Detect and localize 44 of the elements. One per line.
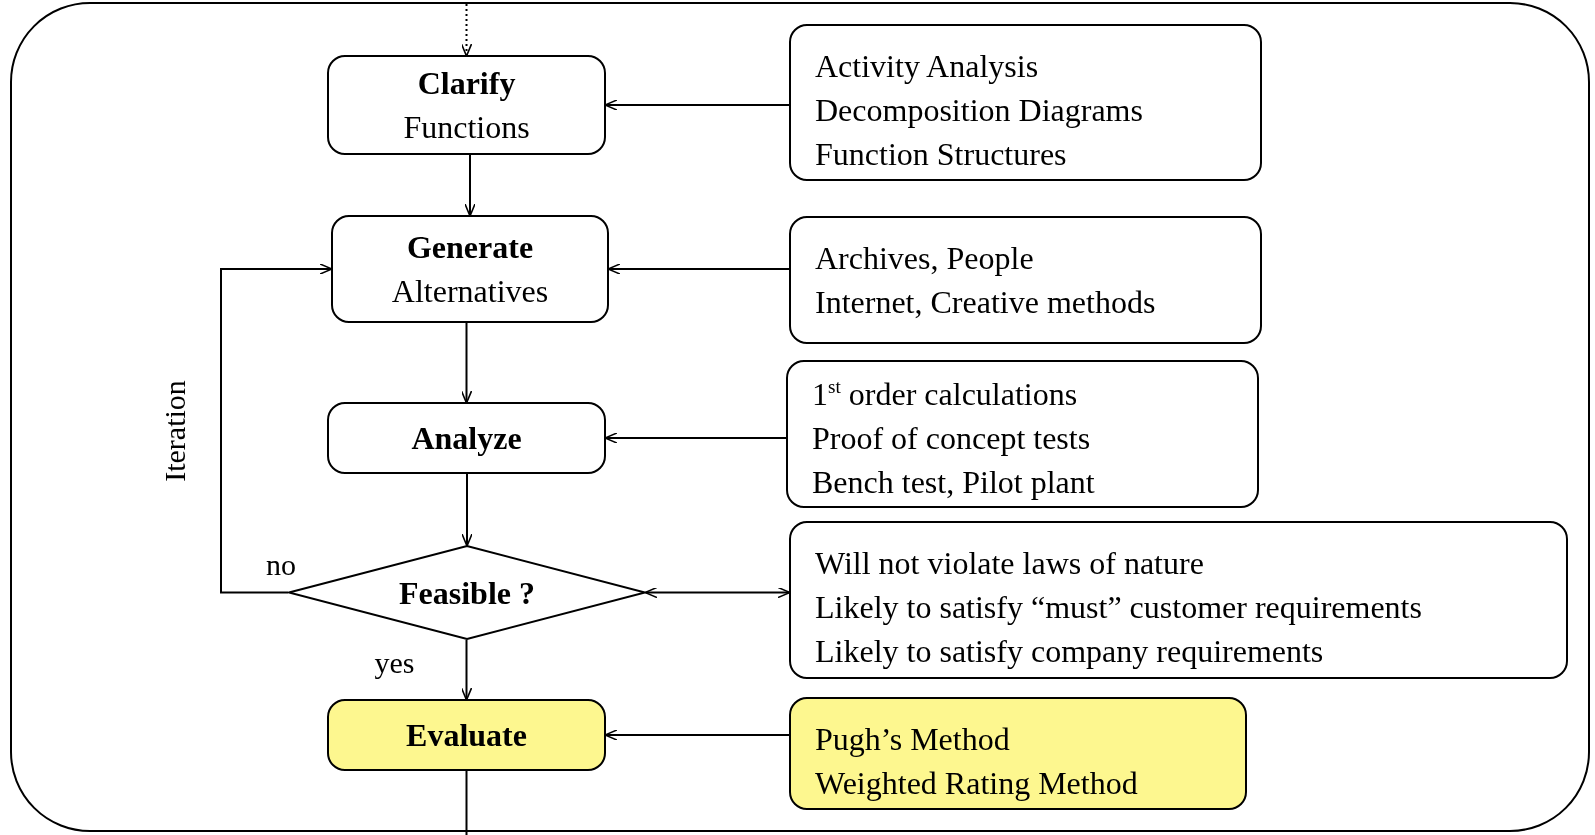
method-item: Likely to satisfy company requirements bbox=[815, 632, 1325, 671]
step-title: Evaluate bbox=[406, 716, 527, 755]
method-item: Function Structures bbox=[815, 135, 1068, 174]
methods-box bbox=[789, 216, 1262, 344]
methods-box bbox=[789, 697, 1247, 810]
process-box bbox=[327, 402, 606, 474]
arrow bbox=[604, 432, 787, 444]
method-item: Will not violate laws of nature bbox=[815, 544, 1205, 583]
methods-box bbox=[786, 360, 1259, 508]
branch-label: no bbox=[266, 548, 296, 582]
methods-box bbox=[789, 521, 1568, 679]
arrow bbox=[644, 586, 791, 599]
arrow bbox=[464, 154, 476, 217]
process-box bbox=[327, 699, 606, 771]
process-box bbox=[331, 215, 609, 323]
method-item: Bench test, Pilot plant bbox=[812, 463, 1096, 502]
process-box bbox=[327, 55, 606, 155]
method-item: Activity Analysis bbox=[815, 47, 1040, 86]
edge-label: yes bbox=[374, 645, 415, 680]
step-title: Clarify bbox=[417, 64, 516, 103]
step-subtitle: Functions bbox=[403, 108, 530, 147]
method-item: Archives, People bbox=[815, 239, 1035, 278]
method-item: Likely to satisfy “must” customer requirements bbox=[815, 588, 1423, 627]
method-item: Pugh’s Method bbox=[815, 720, 1011, 759]
step-title: Analyze bbox=[411, 419, 522, 458]
arrow bbox=[461, 473, 473, 547]
arrow bbox=[460, 639, 473, 701]
arrow bbox=[460, 322, 473, 404]
method-item: 1$^{st}$ order calculations bbox=[812, 375, 1079, 414]
arrow bbox=[607, 263, 790, 275]
method-item: Proof of concept tests bbox=[812, 419, 1092, 458]
step-subtitle: Alternatives bbox=[391, 272, 549, 311]
methods-box bbox=[789, 24, 1262, 181]
method-item: Weighted Rating Method bbox=[815, 764, 1139, 803]
arrow bbox=[460, 3, 473, 57]
decision-label: Feasible ? bbox=[398, 575, 536, 610]
method-item: Internet, Creative methods bbox=[815, 283, 1157, 322]
arrow bbox=[220, 263, 333, 594]
arrow bbox=[604, 99, 790, 111]
step-title: Generate bbox=[406, 228, 534, 267]
edge-label: Iteration bbox=[158, 379, 192, 482]
arrow bbox=[604, 729, 790, 741]
method-item: Decomposition Diagrams bbox=[815, 91, 1144, 130]
process-frame bbox=[10, 2, 1590, 832]
